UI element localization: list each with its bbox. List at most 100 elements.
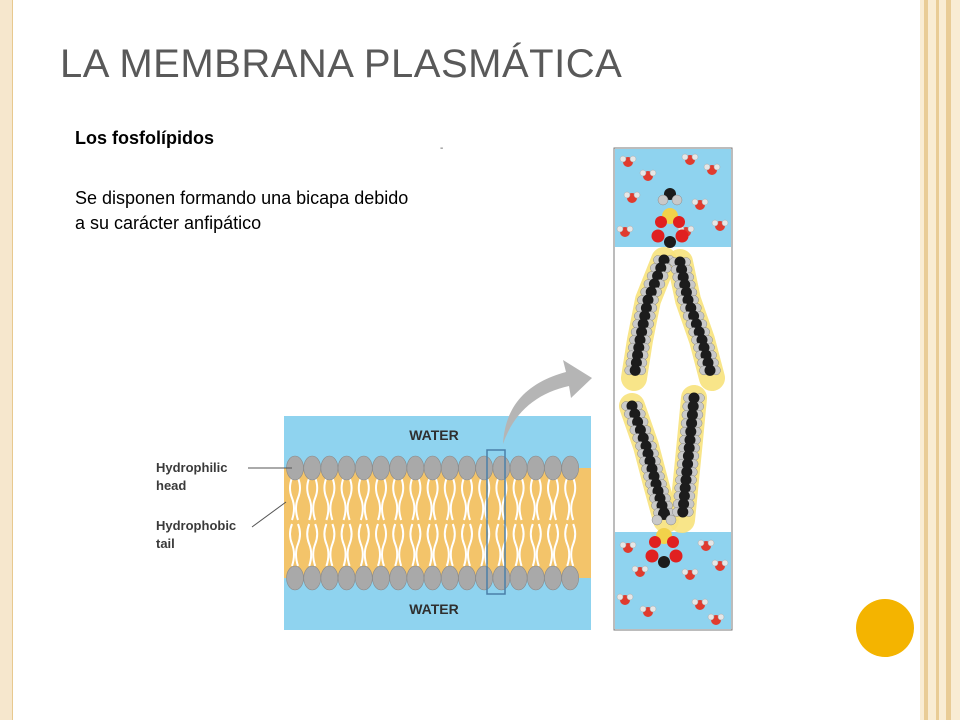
tail-line	[409, 523, 416, 567]
tail-line	[289, 523, 295, 567]
water-hydrogen	[626, 593, 634, 601]
water-hydrogen	[623, 191, 631, 199]
tail-line	[295, 477, 301, 521]
tail-line	[564, 477, 571, 521]
tail-line	[392, 523, 399, 567]
head-top	[389, 455, 408, 481]
water-hydrogen	[691, 153, 699, 161]
tail-line	[363, 477, 370, 521]
water-hydrogen	[649, 605, 657, 613]
slide-title: LA MEMBRANA PLASMÁTICA	[60, 42, 623, 86]
tail-line	[467, 477, 473, 521]
tail-line	[381, 523, 387, 567]
tail-line	[443, 523, 450, 567]
hydrophilic-label-line1: Hydrophilic	[156, 460, 228, 475]
water-hydrogen	[639, 605, 647, 613]
water-hydrogen	[707, 613, 715, 621]
water-hydrogen	[713, 163, 721, 171]
tail-line	[409, 477, 416, 521]
water-bottom-label: WATER	[409, 601, 459, 617]
tail-line	[547, 477, 553, 521]
head-top	[440, 455, 459, 481]
water-hydrogen	[631, 565, 639, 573]
tail-line	[346, 477, 353, 521]
head-bottom	[544, 565, 562, 591]
tail-line	[323, 477, 330, 521]
carbon-atom	[704, 364, 716, 376]
water-hydrogen	[701, 598, 709, 606]
hydrophobic-leader-line	[251, 501, 287, 528]
tail-line	[547, 523, 553, 567]
tail-line	[340, 477, 347, 521]
tail-line	[375, 477, 381, 521]
head-top	[561, 455, 580, 481]
tail-line	[323, 523, 330, 567]
tail-line	[495, 523, 502, 567]
water-hydrogen	[691, 598, 699, 606]
water-hydrogen	[626, 225, 634, 233]
tail-line	[564, 523, 571, 567]
accent-circle	[856, 599, 914, 657]
tail-line	[461, 477, 467, 521]
carbon-atom	[664, 236, 676, 248]
tail-line	[306, 477, 313, 521]
tail-line	[449, 523, 456, 567]
tail-line	[529, 477, 536, 521]
tail-line	[512, 523, 519, 567]
carbon-atom	[680, 474, 692, 486]
carbon-atom	[688, 392, 700, 404]
carbon-atom	[681, 466, 693, 478]
tail-line	[443, 477, 450, 521]
head-top	[492, 455, 511, 481]
tail-line	[478, 477, 485, 521]
hydrophilic-label-line2: head	[156, 478, 186, 493]
tail-line	[535, 523, 542, 567]
carbon-atom	[677, 506, 689, 518]
tail-line	[518, 523, 525, 567]
head-bottom	[440, 565, 459, 591]
head-bottom	[337, 565, 356, 591]
water-hydrogen	[619, 155, 627, 163]
head-top	[354, 455, 373, 481]
tail-line	[398, 523, 405, 567]
head-bottom	[354, 565, 373, 591]
tail-line	[306, 523, 313, 567]
tail-line	[329, 477, 336, 521]
tail-line	[340, 523, 347, 567]
tail-line	[312, 477, 319, 521]
hydrogen-atom	[651, 514, 663, 526]
water-hydrogen	[711, 219, 719, 227]
tail-line	[295, 523, 301, 567]
tail-line	[312, 523, 319, 567]
carbon-atom	[686, 409, 698, 421]
head-bottom	[372, 565, 390, 591]
tail-line	[357, 523, 364, 567]
head-top	[423, 455, 442, 481]
tail-line	[570, 477, 577, 521]
tail-line	[529, 523, 536, 567]
oxygen-atom	[651, 229, 665, 243]
carbon-atom	[686, 417, 698, 429]
head-bottom	[389, 565, 408, 591]
water-hydrogen	[721, 559, 729, 567]
head-top	[320, 455, 339, 481]
head-bottom	[475, 565, 494, 591]
water-hydrogen	[707, 539, 715, 547]
water-hydrogen	[629, 541, 637, 549]
tail-line	[363, 523, 370, 567]
water-hydrogen	[687, 225, 695, 233]
carbon-atom	[685, 426, 697, 438]
tail-line	[381, 477, 387, 521]
water-top-label: WATER	[409, 427, 459, 443]
head-bottom	[406, 565, 425, 591]
tail-line	[432, 523, 439, 567]
head-top	[475, 455, 494, 481]
carbon-atom	[682, 450, 694, 462]
tail-line	[467, 523, 473, 567]
hydrophobic-label-line1: Hydrophobic	[156, 518, 236, 533]
tail-line	[495, 477, 502, 521]
tail-line	[553, 523, 559, 567]
water-hydrogen	[616, 225, 624, 233]
tail-line	[415, 523, 422, 567]
head-bottom	[303, 565, 322, 591]
